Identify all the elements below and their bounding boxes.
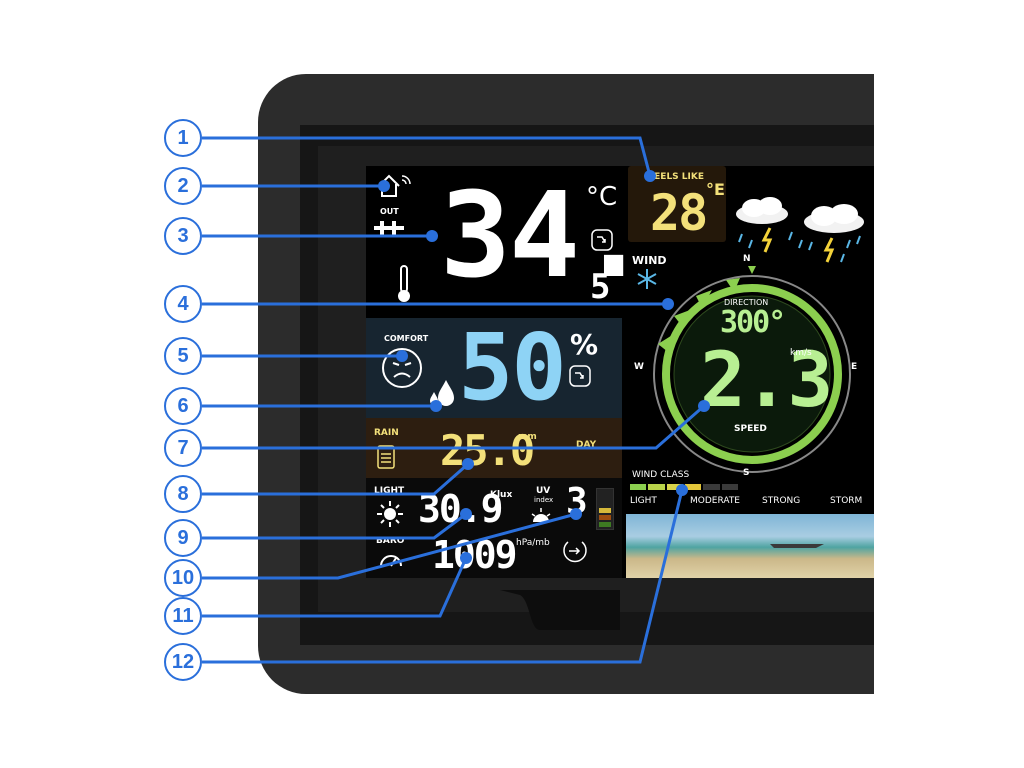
compass-west: W [634, 362, 644, 372]
callout-dot-12 [676, 484, 688, 496]
wind-speed-value: 2.3 [700, 335, 833, 424]
feels-like-label: FEELS LIKE [648, 172, 704, 182]
callout-dot-5 [396, 350, 408, 362]
callout-6: 6 [164, 387, 202, 425]
snowflake-icon [637, 269, 657, 289]
callout-9: 9 [164, 519, 202, 557]
pressure-trend-icon [563, 541, 587, 563]
feels-like-value: 28 [650, 184, 708, 242]
callout-dot-4 [662, 298, 674, 310]
callout-5: 5 [164, 337, 202, 375]
rain-value: 25.0 [440, 426, 535, 475]
callout-3: 3 [164, 217, 202, 255]
light-unit: Klux [490, 490, 513, 500]
callout-8: 8 [164, 475, 202, 513]
wind-direction-value: 300° [720, 305, 786, 340]
wind-label: WIND [632, 254, 667, 267]
callout-dot-10 [570, 508, 582, 520]
baro-label: BARO [376, 536, 405, 546]
callout-4: 4 [164, 285, 202, 323]
sun-icon [377, 501, 403, 527]
light-label: LIGHT [374, 486, 405, 496]
callout-11: 11 [164, 597, 202, 635]
wind-class-label: WIND CLASS [632, 470, 690, 480]
wind-class-moderate: MODERATE [690, 496, 740, 506]
rain-unit: mm [518, 432, 537, 442]
wind-class-bar [630, 484, 738, 490]
wind-class-strong: STRONG [762, 496, 801, 506]
callout-dot-2 [378, 180, 390, 192]
callout-1: 1 [164, 119, 202, 157]
uv-sublabel: index [534, 496, 554, 504]
boat-icon [770, 544, 824, 548]
stand-notch [500, 590, 620, 630]
sensor-icon [374, 221, 404, 235]
comfort-label: COMFORT [384, 334, 429, 343]
trend-arrow-icon [591, 229, 613, 251]
uv-level-bar [596, 488, 614, 530]
callout-dot-7 [698, 400, 710, 412]
uv-sun-icon [531, 508, 551, 522]
humidity-panel [366, 318, 622, 418]
callout-dot-6 [430, 400, 442, 412]
temperature-decimal: 5 [590, 267, 611, 307]
humidity-trend-icon [569, 365, 591, 387]
callout-12: 12 [164, 643, 202, 681]
callout-dot-1 [644, 170, 656, 182]
compass-south: S [743, 468, 750, 478]
temperature-value: 34. [440, 166, 649, 304]
pressure-unit: hPa/mb [516, 538, 550, 548]
callout-dot-11 [460, 552, 472, 564]
wind-class-storm: STORM [830, 496, 863, 506]
wind-speed-unit: km/s [790, 348, 812, 358]
thunderstorm-icon [736, 197, 864, 263]
humidity-unit: % [570, 328, 599, 361]
callout-dot-9 [460, 508, 472, 520]
compass-north: N [743, 254, 751, 264]
humidity-value: 50 [458, 314, 567, 421]
temperature-unit: °C [586, 182, 618, 212]
rain-period-label: DAY [576, 440, 597, 450]
rain-gauge-icon [377, 445, 395, 469]
callout-2: 2 [164, 167, 202, 205]
compass-east: E [851, 362, 858, 372]
callout-10: 10 [164, 559, 202, 597]
wind-compass [653, 266, 851, 473]
speed-label: SPEED [734, 424, 767, 434]
callout-7: 7 [164, 429, 202, 467]
callout-dot-8 [462, 458, 474, 470]
rain-label: RAIN [374, 428, 399, 438]
uv-label: UV [536, 486, 551, 496]
feels-like-unit: °E [706, 180, 725, 199]
out-label: OUT [380, 207, 399, 216]
wind-class-light: LIGHT [630, 496, 657, 506]
callout-dot-3 [426, 230, 438, 242]
thermometer-icon [398, 265, 410, 302]
direction-label: DIRECTION [724, 298, 769, 307]
comfort-face-icon [382, 348, 422, 388]
